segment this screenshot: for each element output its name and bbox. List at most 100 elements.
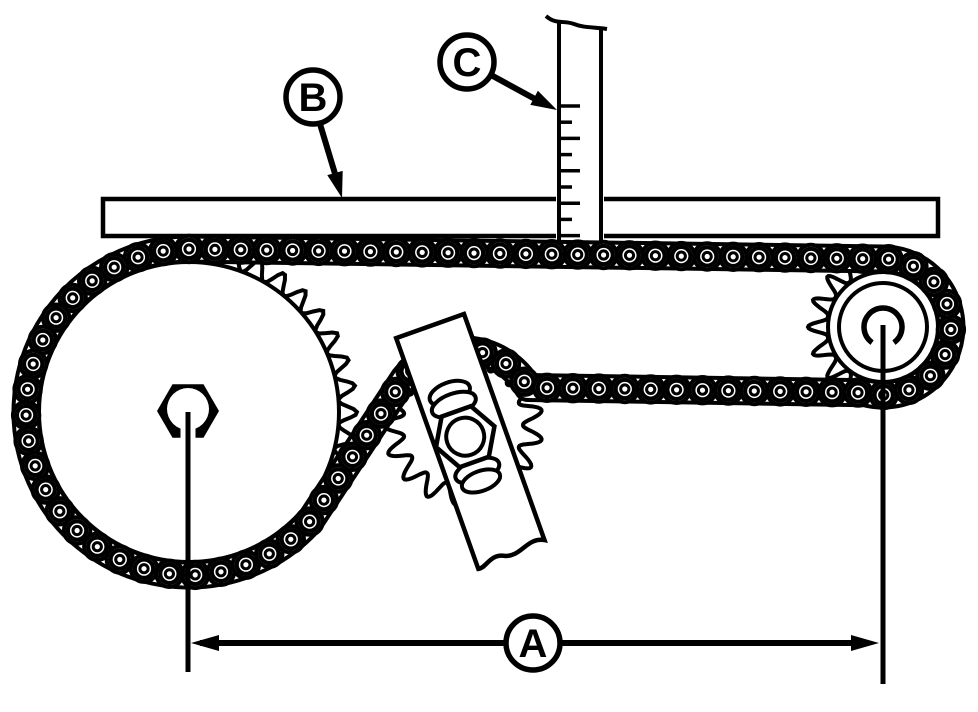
chain-roller-pin	[304, 516, 316, 528]
chain-roller-pin	[390, 246, 402, 258]
chain-roller-pin	[263, 548, 275, 560]
chain-roller-pin	[287, 244, 299, 257]
chain-roller-pin	[857, 253, 869, 265]
callout-c-leader	[489, 72, 537, 102]
roller-chain	[10, 233, 967, 591]
callout-b: B	[283, 67, 343, 198]
chain-roller-pin	[67, 292, 79, 304]
chain-roller-pin	[722, 385, 735, 397]
chain-roller-pin	[71, 524, 83, 537]
chain-roller-pin	[518, 376, 530, 388]
chain-roller-pin	[40, 484, 52, 496]
chain-roller-pin	[37, 334, 49, 346]
chain-roller-pin	[20, 409, 32, 421]
chain-roller-pin	[852, 387, 864, 399]
chain-roller-pin	[649, 250, 662, 262]
chain-roller-pin	[215, 566, 227, 578]
tensioner-bracket	[393, 311, 548, 572]
callout-c-label: C	[453, 41, 482, 85]
chain-roller-pin	[500, 358, 512, 370]
chain-roller-pin	[389, 386, 401, 398]
chain-roller-pin	[939, 349, 951, 361]
ruler-break-edge	[544, 14, 608, 31]
chain-roller-pin	[261, 244, 273, 256]
chain-roller-pin	[831, 252, 843, 264]
chain-roller-pin	[541, 382, 553, 394]
chain-roller-pin	[240, 559, 252, 571]
chain-roller-pin	[774, 385, 786, 397]
callout-c-circle	[437, 32, 497, 92]
chain-roller-pin	[753, 251, 765, 263]
chain-roller-pin	[520, 248, 532, 260]
chain-roller-pin	[727, 251, 739, 263]
left-arrowhead	[191, 635, 219, 651]
chain-roller-pin	[138, 563, 150, 575]
chain-roller-pin	[375, 408, 387, 420]
chain-roller-pin	[945, 323, 957, 336]
bolt-washer	[459, 467, 503, 495]
chain-roller-pin	[593, 383, 605, 395]
chain-roller-pin	[696, 384, 709, 396]
chain-roller-pin	[285, 533, 297, 545]
callout-a-circle	[503, 613, 563, 673]
chain-roller-pin	[361, 429, 373, 441]
chain-roller-pin	[22, 383, 34, 395]
chain-roller-pin	[675, 250, 687, 262]
chain-roller-pin	[546, 248, 558, 260]
chain-roller-pin	[494, 247, 506, 260]
chain-roller-pin	[108, 261, 120, 273]
chain-roller-pin	[29, 460, 41, 472]
chain-roller-pin	[623, 249, 636, 261]
chain-roller-pin	[338, 245, 351, 257]
hex-nut-bore	[167, 388, 209, 430]
right-arrowhead	[851, 635, 879, 651]
chain-roller-pin	[924, 370, 937, 382]
chain-roller-pin	[567, 382, 579, 394]
callout-b-arrowhead	[327, 170, 343, 198]
chain-roller-pin	[442, 247, 454, 259]
chain-roller-pin	[805, 252, 817, 264]
chain-roller-pin	[183, 243, 195, 255]
chain-roller-pin	[313, 245, 325, 257]
chain-roller-pin	[619, 383, 631, 395]
chain-roller-pin	[364, 246, 376, 258]
chain-roller-pin	[883, 253, 895, 265]
chain-roller-pin	[50, 312, 62, 324]
chain-roller-pin	[468, 247, 480, 259]
chain-roller-pin	[748, 385, 760, 397]
callout-a-label: A	[519, 622, 548, 666]
chain-roller-pin	[416, 246, 428, 258]
callout-b-label: B	[299, 76, 328, 120]
chain-roller-pin	[189, 569, 201, 581]
chain-roller-pin	[209, 243, 221, 255]
chain-roller-pin	[318, 494, 330, 506]
chain-roller-pin	[163, 568, 175, 580]
chain-roller-pin	[157, 245, 169, 257]
ruler-body	[556, 28, 604, 260]
chain-roller-pin	[598, 249, 610, 261]
straightedge-bar	[100, 196, 941, 239]
chain-roller-pin	[91, 541, 103, 553]
chain-roller-pin	[779, 252, 791, 264]
chain-roller-pin	[346, 451, 359, 463]
callout-c-arrowhead	[530, 90, 557, 110]
chain-roller-pin	[332, 472, 344, 485]
chain-roller-pin	[23, 435, 35, 447]
callout-c: C	[437, 32, 557, 110]
chain-roller-pin	[572, 249, 584, 261]
callout-b-circle	[283, 67, 343, 127]
chain-roller-pin	[235, 244, 247, 256]
chain-roller-pin	[928, 276, 940, 288]
chain-roller-pin	[671, 384, 683, 396]
chain-roller-pin	[907, 260, 920, 272]
chain-roller-pin	[86, 275, 98, 287]
chain-roller-pin	[903, 384, 915, 396]
chain-roller-pin	[27, 358, 39, 370]
callout-a: A	[503, 613, 563, 673]
chain-roller-pin	[826, 386, 838, 398]
chain-roller-pin	[132, 251, 144, 263]
tensioner-bolt-head	[444, 415, 487, 458]
chain-roller-pin	[701, 250, 713, 263]
